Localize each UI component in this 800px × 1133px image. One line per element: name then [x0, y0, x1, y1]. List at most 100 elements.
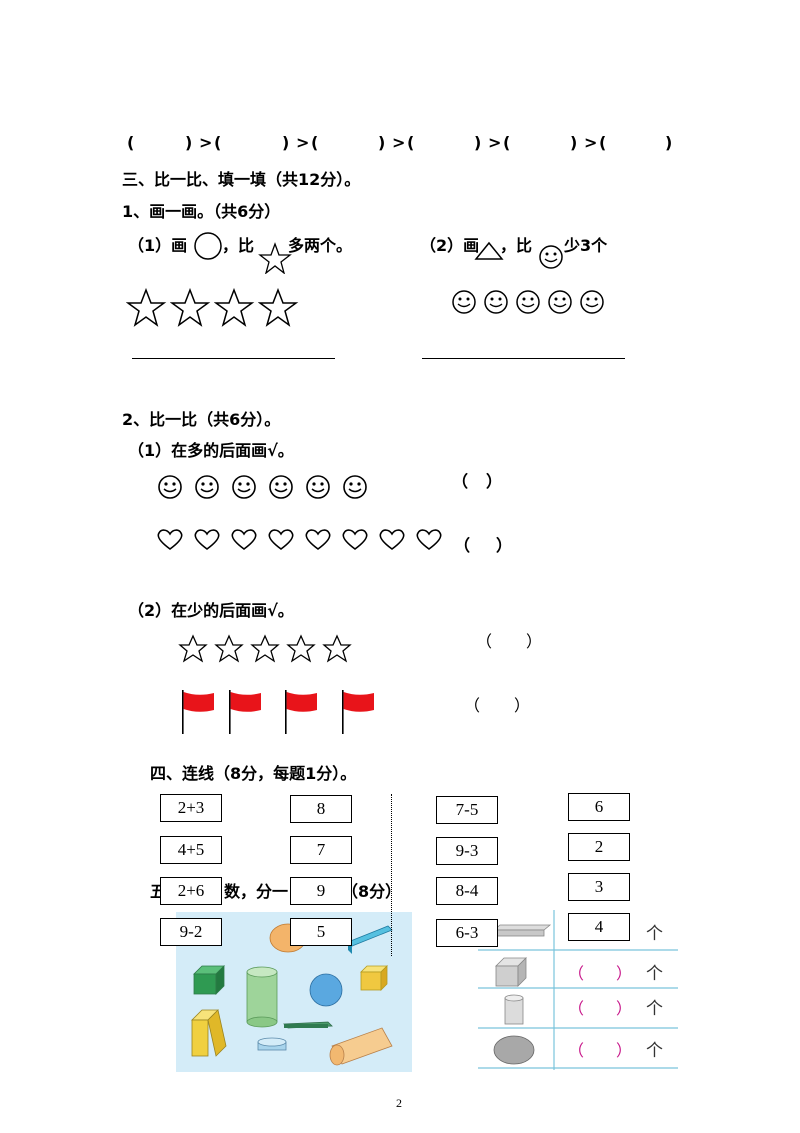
paren-close: ） [616, 1041, 633, 1060]
expression-box[interactable]: 7-5 [436, 796, 498, 824]
flag-icon [342, 690, 374, 734]
answer-line[interactable] [422, 358, 625, 359]
smiley-row [156, 473, 378, 501]
paren-open: ( [599, 133, 607, 152]
unit-text: 个 [646, 1041, 663, 1061]
paren-close: ) [185, 133, 193, 152]
expression-box[interactable]: 6-3 [436, 919, 498, 947]
star-icon [250, 634, 280, 663]
star-icon [170, 288, 211, 327]
paren-close: ） [616, 999, 633, 1018]
expression-box[interactable]: 4+5 [160, 836, 222, 864]
star-icon [258, 288, 299, 327]
number-box[interactable]: 2 [568, 833, 630, 861]
paren-open: ( [407, 133, 415, 152]
number-box[interactable]: 9 [290, 877, 352, 905]
smiley-icon [580, 290, 604, 314]
divider [391, 794, 392, 956]
smiley-icon [269, 475, 293, 499]
paren-close: ） [496, 536, 513, 555]
heart-icon [305, 529, 331, 550]
heart-icon [416, 529, 442, 550]
heart-row [156, 527, 452, 553]
expression-box[interactable]: 9-3 [436, 837, 498, 865]
smiley-icon [158, 475, 182, 499]
expression-box[interactable]: 2+3 [160, 794, 222, 822]
star-icon [214, 288, 255, 327]
q2-tail: 少3个 [564, 236, 608, 255]
q2-mid: ，比 [500, 236, 533, 255]
number-box[interactable]: 6 [568, 793, 630, 821]
star-row [178, 634, 358, 664]
number-box[interactable]: 8 [290, 795, 352, 823]
greater-than: > [296, 133, 310, 152]
page-number: 2 [396, 1096, 402, 1110]
sub2-q1: （1）在多的后面画√。 [128, 441, 294, 460]
smiley-icon [484, 290, 508, 314]
heart-icon [157, 529, 183, 550]
paren-close: ) [474, 133, 482, 152]
heart-icon [268, 529, 294, 550]
smiley-row [450, 288, 610, 316]
flag-icon [285, 690, 317, 734]
smiley-icon [539, 245, 563, 269]
heart-icon [194, 529, 220, 550]
number-box[interactable]: 7 [290, 836, 352, 864]
number-box[interactable]: 3 [568, 873, 630, 901]
greater-than: > [199, 133, 213, 152]
star-row [126, 288, 302, 328]
paren-open: ( [311, 133, 319, 152]
unit-text: 个 [646, 924, 663, 944]
paren-open: ( [503, 133, 511, 152]
smiley-icon [306, 475, 330, 499]
greater-than: > [392, 133, 406, 152]
smiley-icon [195, 475, 219, 499]
count-table: （ ） 个 （ ） 个 （ ） 个 个 [478, 910, 678, 1070]
paren-open: （ [464, 696, 481, 715]
q2-label: （2）画 [420, 236, 480, 255]
expression-box[interactable]: 2+6 [160, 877, 222, 905]
paren-open: （ [476, 632, 493, 651]
q1-mid: ，比 [222, 236, 255, 255]
heart-icon [231, 529, 257, 550]
star-icon [178, 634, 208, 663]
solid-shapes-illustration [191, 923, 393, 1066]
paren-close: ） [526, 632, 543, 651]
q1-label: （1）画 [128, 236, 188, 255]
flag-icon [229, 690, 261, 734]
paren-close: ） [486, 472, 503, 491]
paren-close: ) [378, 133, 386, 152]
triangle-icon [474, 241, 504, 260]
answer-line[interactable] [132, 358, 335, 359]
section3-sub1-heading: 1、画一画。（共6分） [122, 202, 281, 221]
paren-close: ） [514, 696, 531, 715]
expression-box[interactable]: 9-2 [160, 918, 222, 946]
smiley-icon [452, 290, 476, 314]
paren-open: （ [454, 536, 471, 555]
expression-box[interactable]: 8-4 [436, 877, 498, 905]
number-box[interactable]: 4 [568, 913, 630, 941]
paren-open: （ [568, 964, 585, 983]
smiley-icon [516, 290, 540, 314]
number-box[interactable]: 5 [290, 918, 352, 946]
paren-open: ( [214, 133, 222, 152]
star-icon [258, 242, 292, 274]
paren-open: ( [127, 133, 135, 152]
greater-than: > [488, 133, 502, 152]
smiley-icon [343, 475, 367, 499]
paren-close: ) [282, 133, 290, 152]
smiley-icon [232, 475, 256, 499]
table-grid [478, 910, 678, 1070]
paren-open: （ [568, 1041, 585, 1060]
unit-text: 个 [646, 964, 663, 984]
circle-icon [194, 232, 222, 260]
unit-text: 个 [646, 999, 663, 1019]
section3-sub2-heading: 2、比一比（共6分）。 [122, 410, 281, 429]
q1-tail: 多两个。 [288, 236, 353, 255]
heart-icon [342, 529, 368, 550]
paren-close: ) [570, 133, 578, 152]
star-icon [286, 634, 316, 663]
paren-open: （ [568, 999, 585, 1018]
paren-close: ) [665, 133, 673, 152]
star-icon [126, 288, 167, 327]
